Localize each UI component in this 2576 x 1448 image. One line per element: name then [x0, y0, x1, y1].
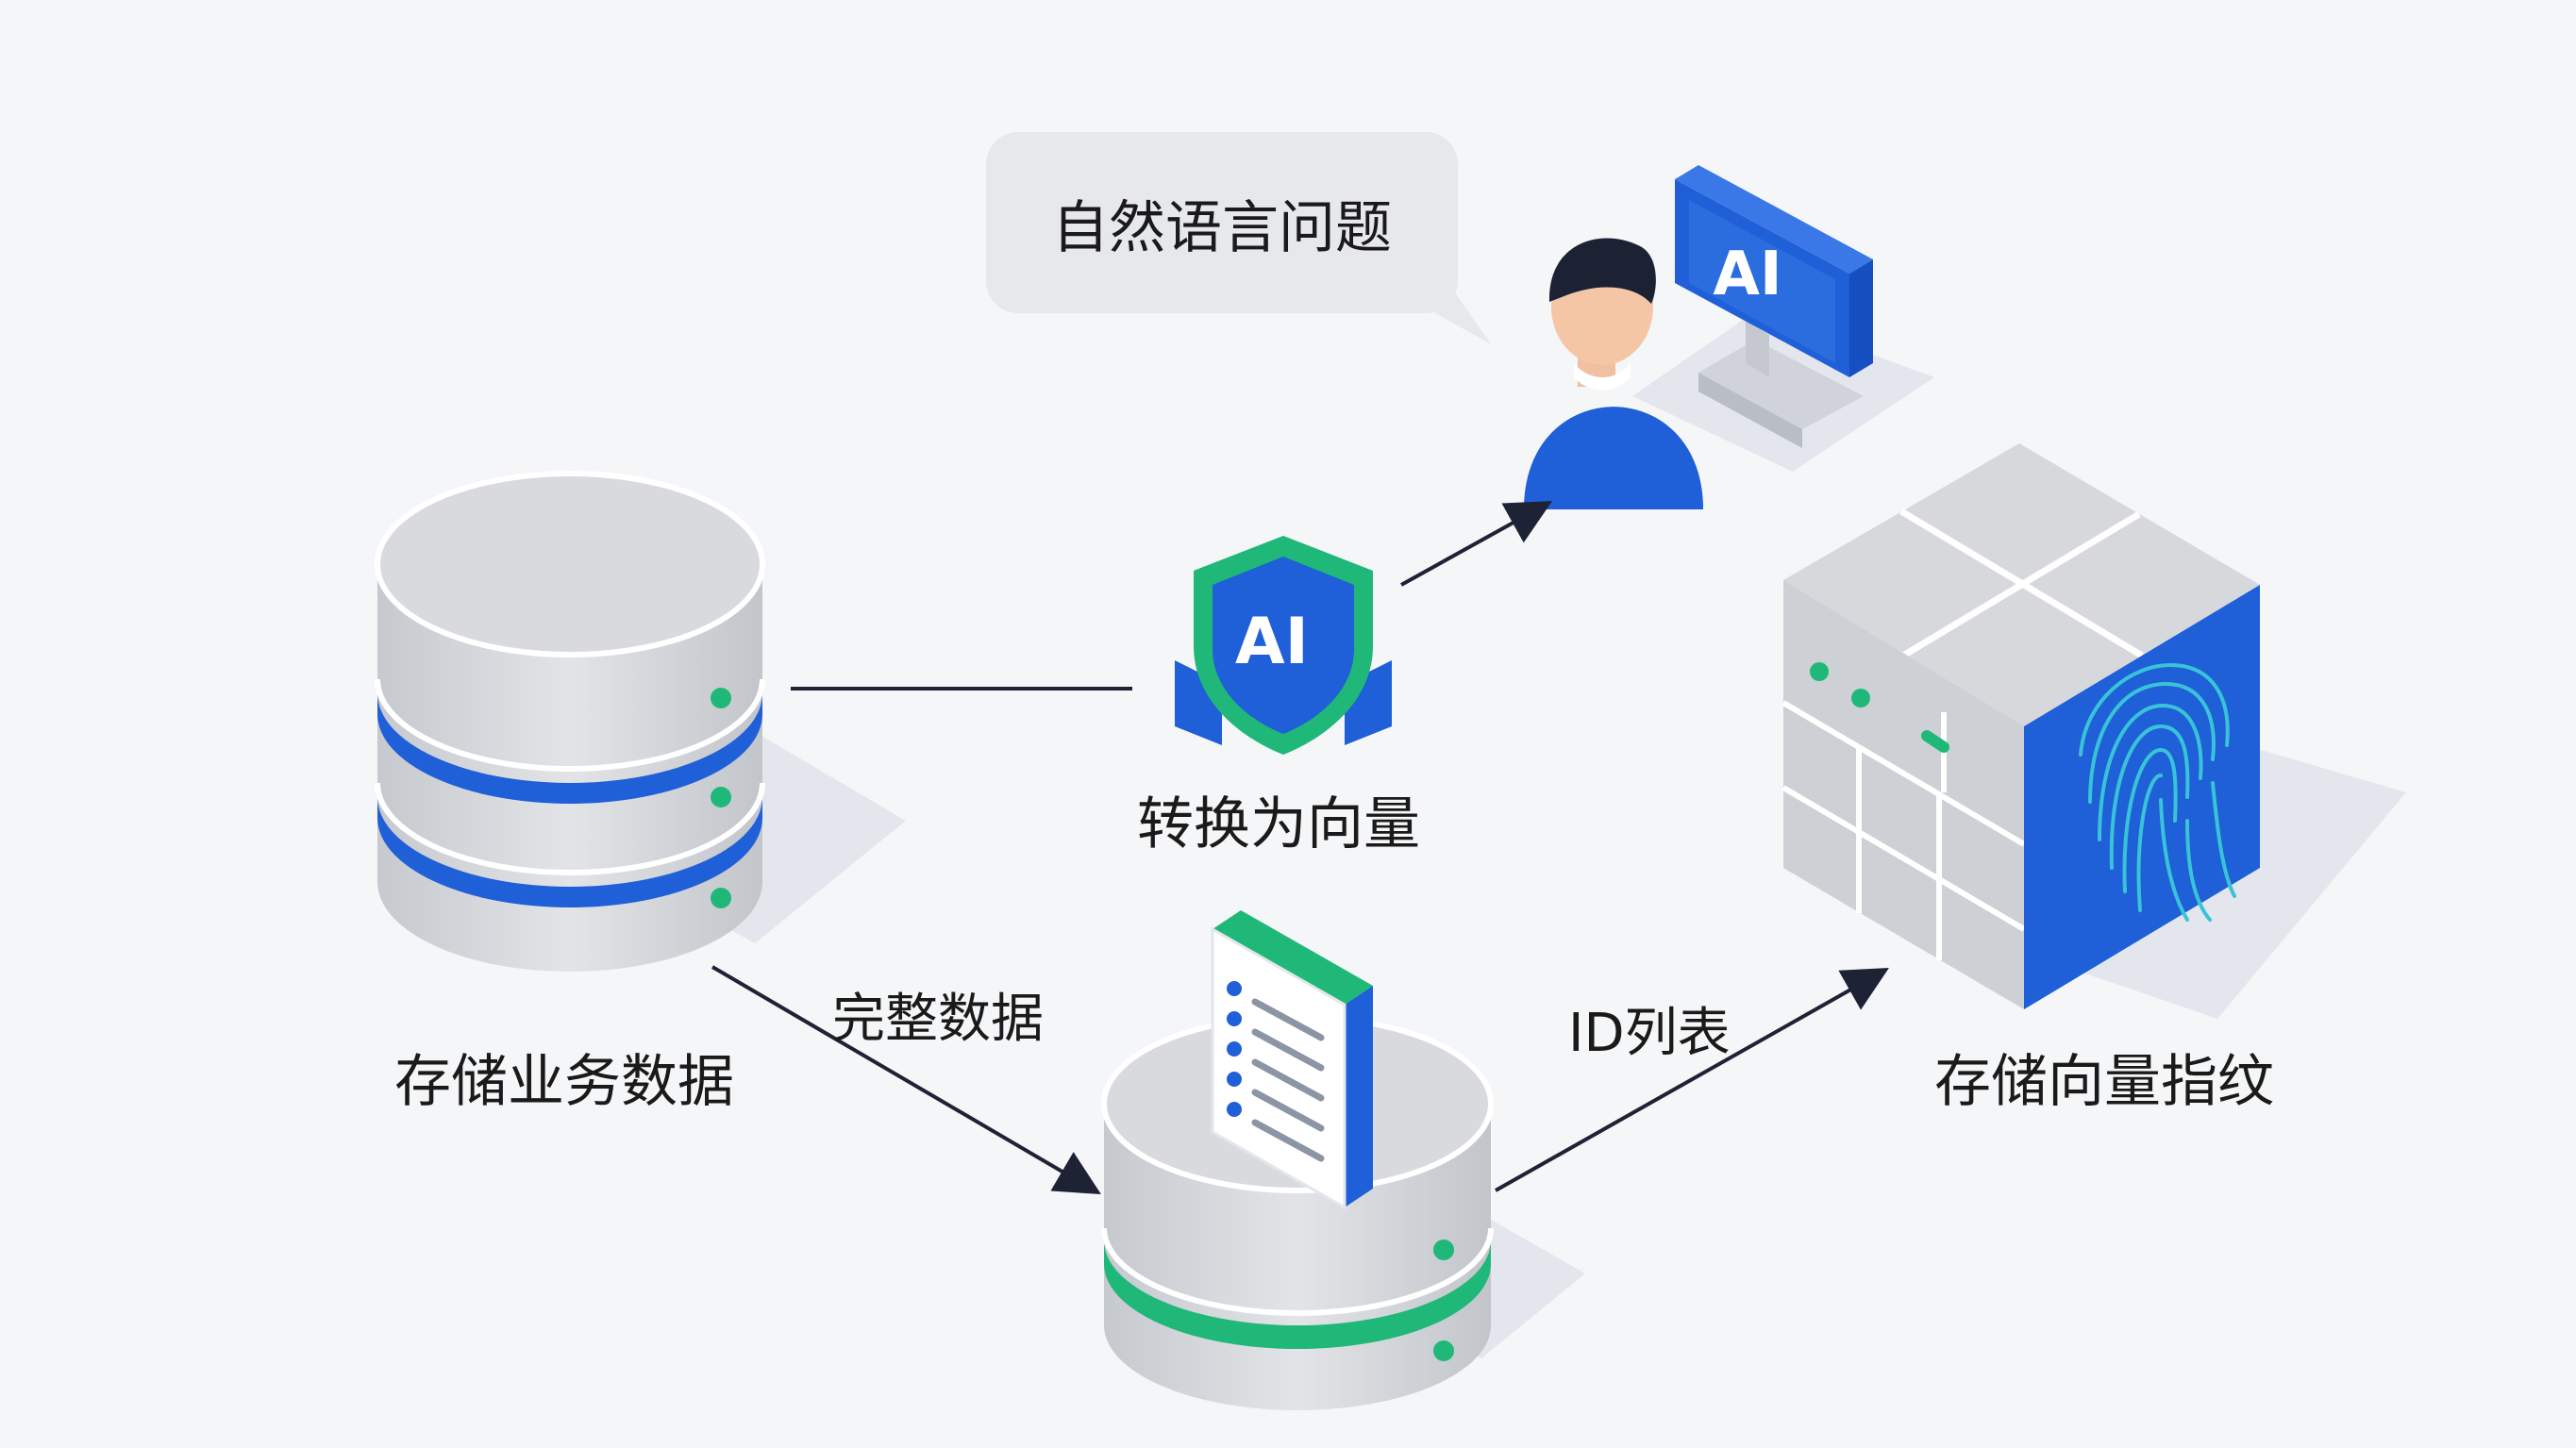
monitor-badge-text: AI	[1713, 240, 1781, 309]
shield-badge-text: AI	[1235, 605, 1309, 679]
convert-label: 转换为向量	[1137, 791, 1420, 857]
business-db-label: 存储业务数据	[394, 1049, 734, 1115]
arrow-db-to-result	[711, 965, 1101, 1195]
database-business	[375, 471, 765, 972]
full-data-label: 完整数据	[832, 989, 1044, 1050]
arrow-shield-to-user	[1400, 501, 1552, 587]
connectors	[711, 501, 1889, 1195]
monitor-icon: AI	[1675, 165, 1873, 448]
arrow-result-to-cube	[1495, 968, 1889, 1192]
fingerprint-icon	[2079, 662, 2236, 922]
shield-icon: AI	[1175, 536, 1392, 755]
vector-store-label: 存储向量指纹	[1934, 1049, 2274, 1115]
question-label: 自然语言问题	[1052, 194, 1392, 261]
id-list-label: ID列表	[1568, 1003, 1731, 1064]
speech-bubble: 自然语言问题	[986, 132, 1458, 313]
document-icon	[1211, 910, 1373, 1210]
user-icon	[1524, 238, 1703, 509]
